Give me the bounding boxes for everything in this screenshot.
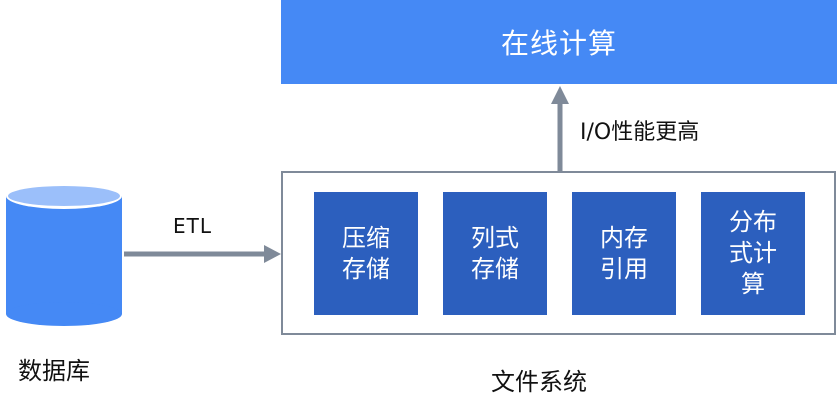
up-arrow [551, 86, 569, 171]
feature-label: 压缩存储 [342, 223, 390, 283]
feature-compressed-storage: 压缩存储 [314, 192, 418, 315]
io-performance-label: I/O性能更高 [580, 120, 700, 145]
database-label: 数据库 [18, 357, 90, 385]
online-compute-box: 在线计算 [281, 0, 837, 84]
feature-columnar-storage: 列式存储 [443, 192, 547, 315]
etl-arrow [124, 245, 281, 263]
feature-label: 分布式计算 [729, 208, 777, 298]
database-icon [6, 183, 122, 326]
feature-label: 列式存储 [471, 223, 519, 283]
feature-label: 内存引用 [600, 223, 648, 283]
etl-label: ETL [173, 214, 212, 238]
feature-distributed-compute: 分布式计算 [701, 192, 805, 315]
online-compute-label: 在线计算 [500, 27, 617, 60]
file-system-label: 文件系统 [491, 368, 587, 396]
feature-memory-reference: 内存引用 [572, 192, 676, 315]
